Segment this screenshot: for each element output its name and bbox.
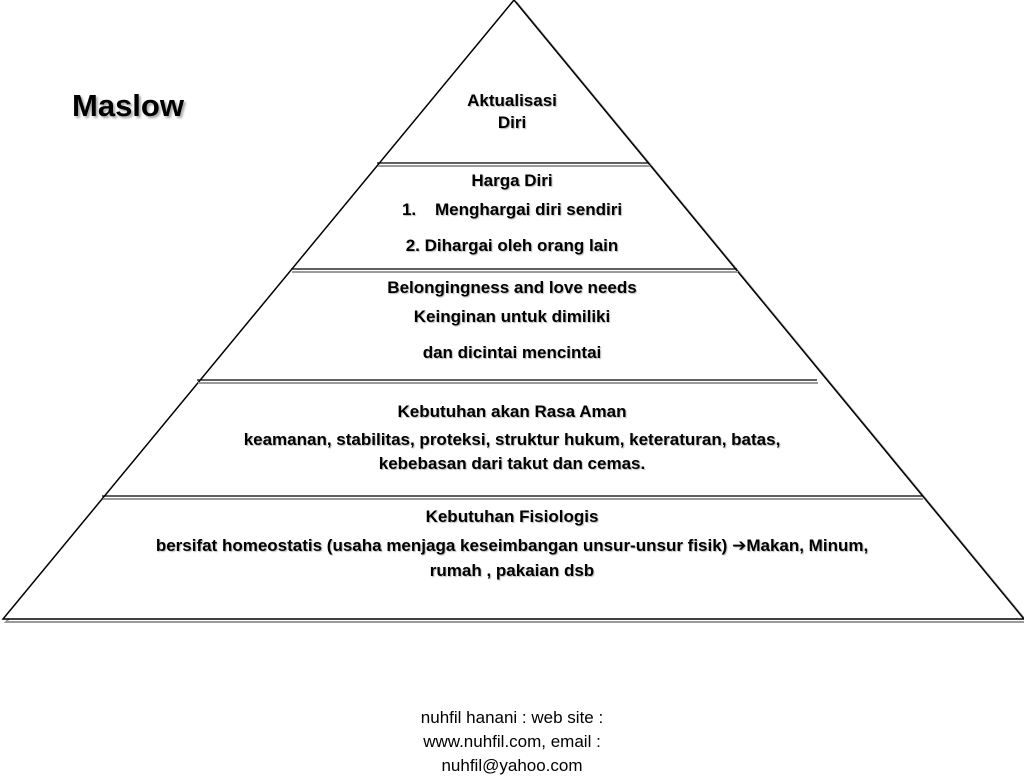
arrow-right-icon: ➔: [732, 536, 747, 555]
tier-line: bersifat homeostatis (usaha menjaga kese…: [50, 533, 974, 558]
tier-belongingness: Belongingness and love needs Keinginan u…: [280, 277, 744, 371]
tier-esteem: Harga Diri 1. Menghargai diri sendiri 2.…: [330, 170, 694, 264]
tier-line: Keinginan untuk dimiliki: [413, 307, 611, 326]
footer-line: www.nuhfil.com, email :: [423, 732, 601, 751]
tier-heading: Harga Diri: [471, 171, 553, 190]
tier-safety: Kebutuhan akan Rasa Aman keamanan, stabi…: [150, 400, 874, 476]
slide-footer: nuhfil hanani : web site : www.nuhfil.co…: [392, 706, 632, 778]
pyramid-outline: [1, 0, 1024, 620]
tier-line: rumah , pakaian dsb: [429, 561, 595, 580]
tier-list-item: 2. Dihargai oleh orang lain: [405, 236, 619, 255]
tier-heading: Aktualisasi: [467, 91, 557, 110]
footer-line: nuhfil hanani : web site :: [420, 708, 604, 727]
tier-physiological: Kebutuhan Fisiologis bersifat homeostati…: [50, 504, 974, 583]
tier-heading: Diri: [497, 113, 527, 132]
tier-line-segment: Makan, Minum,: [746, 536, 869, 555]
tier-line: dan dicintai mencintai: [422, 343, 602, 362]
tier-heading: Kebutuhan Fisiologis: [425, 507, 599, 526]
tier-line: kebebasan dari takut dan cemas.: [378, 454, 646, 473]
slide-title: Maslow: [72, 88, 184, 123]
tier-list-item: 1. Menghargai diri sendiri: [401, 200, 623, 219]
tier-heading: Belongingness and love needs: [387, 278, 637, 297]
tier-line: keamanan, stabilitas, proteksi, struktur…: [243, 430, 781, 449]
tier-self-actualization: Aktualisasi Diri: [412, 90, 612, 134]
tier-line-segment: bersifat homeostatis (usaha menjaga kese…: [155, 536, 733, 555]
tier-heading: Kebutuhan akan Rasa Aman: [397, 402, 627, 421]
footer-line: nuhfil@yahoo.com: [441, 756, 583, 775]
